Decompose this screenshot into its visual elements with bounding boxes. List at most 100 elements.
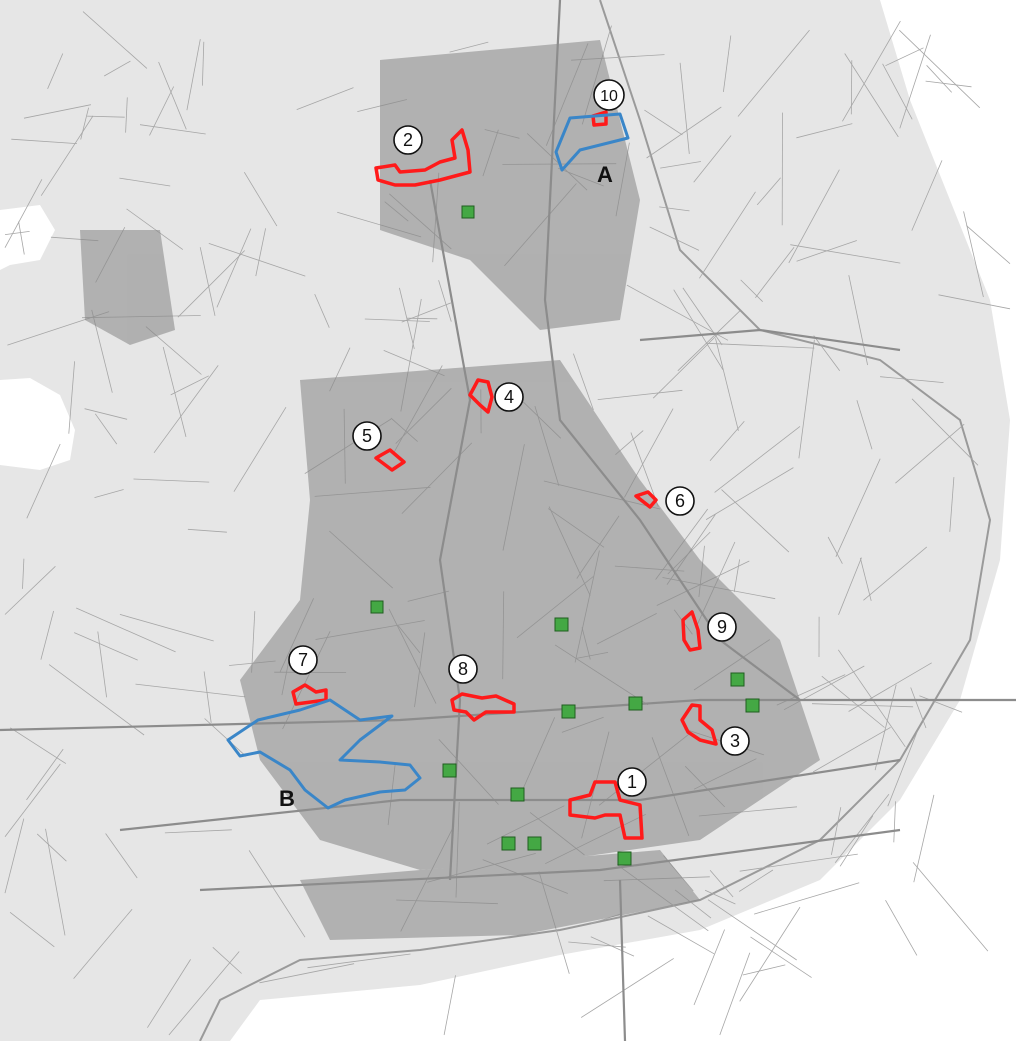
street-segment <box>693 929 725 1006</box>
street-segment <box>821 675 885 728</box>
street-segment <box>842 20 901 122</box>
street-segment <box>679 62 690 154</box>
street-segment <box>660 161 701 169</box>
street-segment <box>885 900 918 956</box>
marker-7: 7 <box>288 645 318 675</box>
green-square-icon <box>442 763 457 778</box>
marker-1: 1 <box>617 767 647 797</box>
street-segment <box>68 361 75 434</box>
green-square-icon <box>461 205 475 219</box>
street-segment <box>4 818 25 894</box>
red-area-2 <box>374 128 472 187</box>
street-segment <box>753 882 860 915</box>
street-segment <box>798 339 815 459</box>
street-segment <box>233 406 287 492</box>
street-segment <box>850 60 853 115</box>
street-segment <box>755 246 795 298</box>
street-segment <box>887 731 918 807</box>
street-segment <box>899 34 931 129</box>
street-segment <box>208 243 306 277</box>
red-area-3 <box>680 703 718 746</box>
street-segment <box>756 177 781 206</box>
street-segment <box>126 208 184 250</box>
street-segment <box>84 408 128 420</box>
street-segment <box>863 546 928 601</box>
green-square-icon <box>527 836 542 851</box>
marker-8: 8 <box>448 654 478 684</box>
marker-label: 10 <box>600 88 618 105</box>
street-segment <box>737 29 810 117</box>
built-up-areas <box>80 40 820 940</box>
street-segment <box>796 123 853 139</box>
marker-label: 9 <box>717 617 727 637</box>
street-segment <box>243 171 278 227</box>
street-segment <box>912 862 989 952</box>
marker-3: 3 <box>720 726 750 756</box>
street-segment <box>74 632 138 661</box>
green-square-icon <box>617 851 632 866</box>
street-segment <box>73 908 133 979</box>
red-area-9 <box>681 610 702 652</box>
street-segment <box>626 284 729 341</box>
street-segment <box>162 346 187 437</box>
street-segment <box>844 53 899 138</box>
street-segment <box>186 39 201 111</box>
street-segment <box>895 423 965 484</box>
letter-labels: A B <box>279 162 613 811</box>
street-segment <box>910 687 927 729</box>
street-segment <box>87 115 125 118</box>
street-segment <box>707 899 797 961</box>
street-segment <box>94 489 124 498</box>
marker-label: 4 <box>504 387 514 407</box>
street-segment <box>899 29 981 109</box>
zone-label-A: A <box>597 162 613 187</box>
street-segment <box>133 478 210 483</box>
numbered-markers: 1 2 3 4 5 6 7 <box>288 79 750 797</box>
street-segment <box>296 87 354 110</box>
water-body-sea <box>230 0 1016 1041</box>
marker-5: 5 <box>352 421 382 451</box>
water-body-west <box>0 205 55 270</box>
street-segment <box>839 815 874 867</box>
street-segment <box>97 631 107 698</box>
street-segment <box>880 376 944 383</box>
green-square-icon <box>561 704 576 719</box>
street-segment <box>104 60 131 77</box>
street-segment <box>23 104 91 119</box>
marker-9: 9 <box>707 612 737 642</box>
street-segment <box>105 833 138 879</box>
street-segment <box>646 106 722 159</box>
street-segment <box>139 124 206 135</box>
marker-label: 5 <box>362 426 372 446</box>
street-segment <box>699 191 756 279</box>
street-segment <box>963 211 984 298</box>
street-segment <box>859 557 872 601</box>
red-area-8 <box>450 692 516 722</box>
green-square-icon <box>730 672 745 687</box>
green-markers <box>370 205 760 866</box>
street-segment <box>147 959 191 1028</box>
street-segment <box>449 41 489 53</box>
street-segment <box>949 477 955 532</box>
street-segment <box>707 342 815 349</box>
street-segment <box>893 801 896 843</box>
street-segment <box>750 936 812 978</box>
street-segment <box>739 906 801 1002</box>
street-segment <box>119 614 214 642</box>
street-segment <box>811 703 914 708</box>
street-segment <box>834 793 890 864</box>
street-segment <box>26 443 61 519</box>
street-segment <box>203 671 212 723</box>
street-segment <box>715 338 739 431</box>
street-segment <box>848 662 932 712</box>
street-segment <box>40 610 54 660</box>
street-segment <box>966 225 1011 265</box>
street-segment <box>719 952 751 1036</box>
street-segment <box>216 228 252 308</box>
street-segment <box>919 695 963 713</box>
street-segment <box>925 80 972 88</box>
street-segment <box>11 138 77 144</box>
marker-label: 2 <box>403 130 413 150</box>
street-segment <box>673 289 724 371</box>
